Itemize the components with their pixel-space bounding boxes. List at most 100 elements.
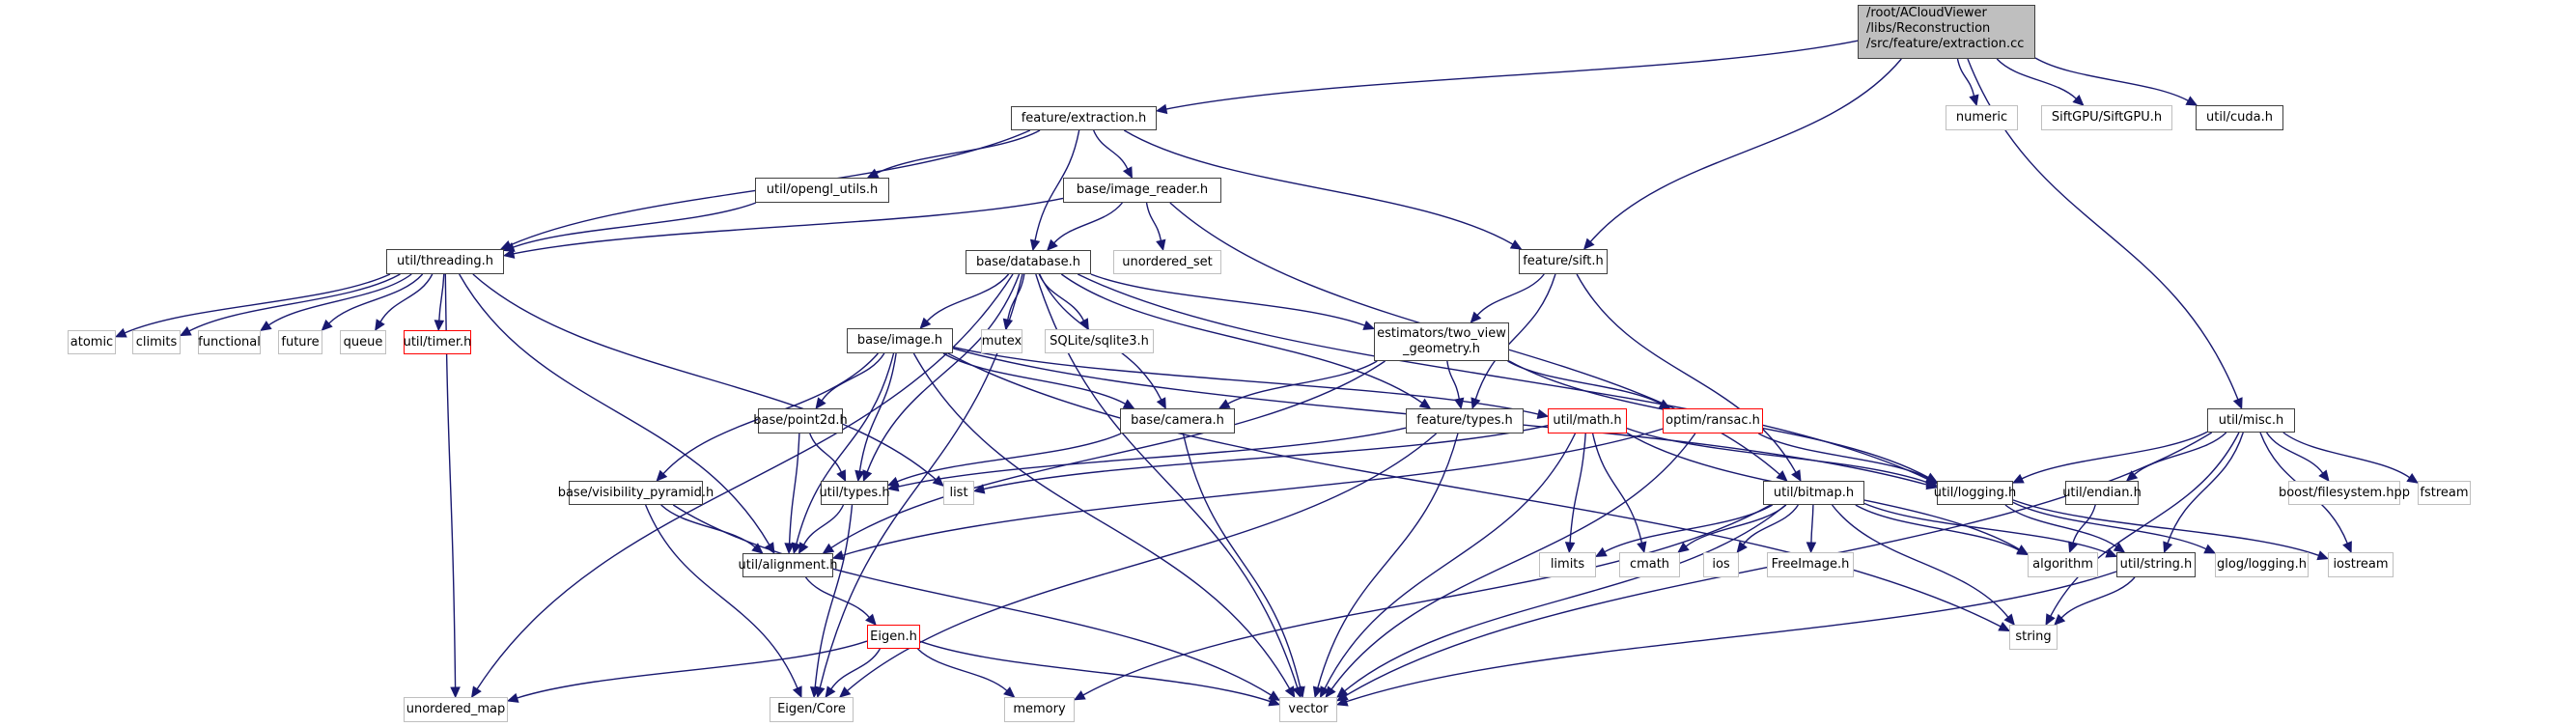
edge-arrowhead [2185, 96, 2198, 106]
edge-base_point2d_h-to-util_types_h [809, 433, 842, 473]
node-util-cuda-h[interactable]: util/cuda.h [2196, 105, 2283, 130]
node-feature-extraction-h[interactable]: feature/extraction.h [1011, 106, 1157, 130]
edge-util_logging_h-to-iostream [2012, 499, 2319, 556]
edge-util_threading_h-to-functional [267, 273, 412, 326]
node-eigen-h[interactable]: Eigen.h [867, 625, 920, 649]
node-util-types-h[interactable]: util/types.h [819, 481, 890, 505]
node-label: functional [198, 334, 261, 350]
node-optim-ransac-h[interactable]: optim/ransac.h [1663, 408, 1763, 433]
node-feature-types-h[interactable]: feature/types.h [1406, 408, 1524, 433]
edge-arrowhead [179, 326, 192, 337]
edge-arrowhead [792, 685, 802, 699]
node-base-point2d-h[interactable]: base/point2d.h [753, 408, 848, 433]
node-atomic: atomic [68, 330, 116, 354]
node-label: future [281, 334, 320, 350]
edge-optim_ransac_h-to-util_logging_h [1758, 433, 1929, 479]
edge-arrowhead [1155, 103, 1168, 115]
edge-arrowhead [321, 319, 333, 331]
edge-util_alignment_h-to-eigen_h [804, 576, 870, 618]
node-label: SiftGPU/SiftGPU.h [2051, 110, 2163, 125]
node-util-math-h[interactable]: util/math.h [1548, 408, 1627, 433]
node-feature-sift-h[interactable]: feature/sift.h [1519, 249, 1608, 274]
node-label: vector [1288, 702, 1329, 716]
node-util-misc-h[interactable]: util/misc.h [2207, 408, 2295, 433]
node-label: Eigen.h [870, 629, 917, 644]
node-util-threading-h[interactable]: util/threading.h [386, 249, 504, 274]
edge-arrowhead [1268, 690, 1281, 701]
edge-util_bitmap_h-to-algorithm [1855, 504, 2020, 551]
edge-util_misc_h-to-string [2050, 432, 2240, 617]
node-base-image-reader-h[interactable]: base/image_reader.h [1063, 178, 1221, 203]
edge-arrowhead [919, 317, 932, 329]
edge-util_threading_h-to-util_alignment_h [459, 273, 770, 545]
node-util-logging-h[interactable]: util/logging.h [1934, 481, 2016, 505]
edge-base_image_reader_h-to-unordered_set [1145, 202, 1162, 241]
edge-arrowhead [1325, 685, 1336, 698]
edge-arrowhead [784, 543, 795, 555]
node-label: util/timer.h [403, 334, 472, 350]
edge-arrowhead [506, 692, 519, 703]
edge-base_image_h-to-base_point2d_h [821, 352, 885, 402]
edge-arrowhead [502, 241, 516, 252]
edge-util_string_h-to-vector [1346, 571, 2117, 703]
node-two-view-geometry-h[interactable]: estimators/two_view_geometry.h [1374, 322, 1509, 361]
edge-util_bitmap_h-to-ios [1742, 504, 1799, 545]
node-util-bitmap-h[interactable]: util/bitmap.h [1763, 481, 1864, 505]
edge-arrowhead [114, 327, 127, 338]
edge-arrowhead [1218, 399, 1231, 409]
edge-arrowhead [791, 542, 802, 555]
node-base-visibility-pyramid-h[interactable]: base/visibility_pyramid.h [558, 481, 714, 505]
edge-arrowhead [2342, 541, 2352, 554]
edge-arrowhead [2113, 542, 2126, 553]
edge-arrowhead [1969, 94, 1979, 107]
edge-arrowhead [2011, 473, 2025, 484]
edge-arrowhead [1122, 399, 1135, 409]
node-util-string-h[interactable]: util/string.h [2116, 552, 2196, 577]
edge-arrowhead [1284, 685, 1296, 699]
node-queue: queue [340, 330, 386, 354]
edge-base_camera_h-to-util_types_h [896, 433, 1122, 483]
node-base-image-h[interactable]: base/image.h [847, 328, 953, 353]
edge-arrowhead [1470, 311, 1482, 323]
node-util-alignment-h[interactable]: util/alignment.h [739, 553, 838, 577]
edge-util_misc_h-to-boost_filesystem [2265, 432, 2324, 474]
edge-util_misc_h-to-util_string_h [2167, 432, 2244, 544]
edge-base_image_reader_h-to-util_threading_h [513, 197, 1064, 255]
edge-arrowhead [765, 542, 775, 555]
edge-base_database_h-to-feature_types_h [1060, 273, 1423, 404]
edge-feature_types_h-to-vector [1317, 433, 1459, 688]
edge-base_image_h-to-util_math_h [952, 346, 1539, 415]
edge-arrowhead [2105, 547, 2118, 558]
node-label: util/bitmap.h [1773, 485, 1855, 500]
edge-arrowhead [2163, 541, 2173, 554]
edge-two_view_geometry_h-to-feature_types_h [1446, 360, 1460, 400]
node-algorithm: algorithm [2028, 552, 2098, 577]
node-label: base/visibility_pyramid.h [557, 485, 714, 500]
edge-arrowhead [1295, 685, 1305, 699]
edge-optim_ransac_h-to-vector [1330, 433, 1696, 690]
node-label: mutex [981, 333, 1022, 349]
edge-base_database_h-to-two_view_geometry_h [1090, 273, 1365, 326]
edge-arrowhead [656, 469, 668, 482]
node-fstream: fstream [2418, 481, 2471, 505]
node-base-database-h[interactable]: base/database.h [966, 250, 1091, 274]
node-label: util/opengl_utils.h [766, 182, 879, 197]
node-base-camera-h[interactable]: base/camera.h [1120, 408, 1235, 433]
edge-arrowhead [2045, 613, 2056, 627]
node-label: ios [1712, 557, 1730, 572]
edge-arrowhead [1594, 546, 1608, 557]
node-util-timer-h[interactable]: util/timer.h [404, 330, 471, 354]
edge-util_endian_h-to-algorithm [2072, 504, 2096, 544]
node-util-endian-h[interactable]: util/endian.h [2062, 481, 2142, 505]
node-mutex: mutex [981, 329, 1022, 353]
edge-arrowhead [886, 481, 900, 492]
edge-util_types_h-to-util_alignment_h [802, 504, 845, 545]
edge-arrowhead [865, 613, 877, 626]
edge-feature_extraction_h-to-util_opengl_utils_h [876, 129, 1041, 175]
edge-arrowhead [450, 686, 461, 699]
node-util-opengl-utils-h[interactable]: util/opengl_utils.h [755, 178, 889, 203]
edge-arrowhead [2316, 550, 2330, 561]
edge-base_image_h-to-string [947, 352, 2002, 628]
edge-feature_extraction_h-to-feature_sift_h [1123, 129, 1514, 245]
node-label: util/threading.h [396, 254, 494, 268]
